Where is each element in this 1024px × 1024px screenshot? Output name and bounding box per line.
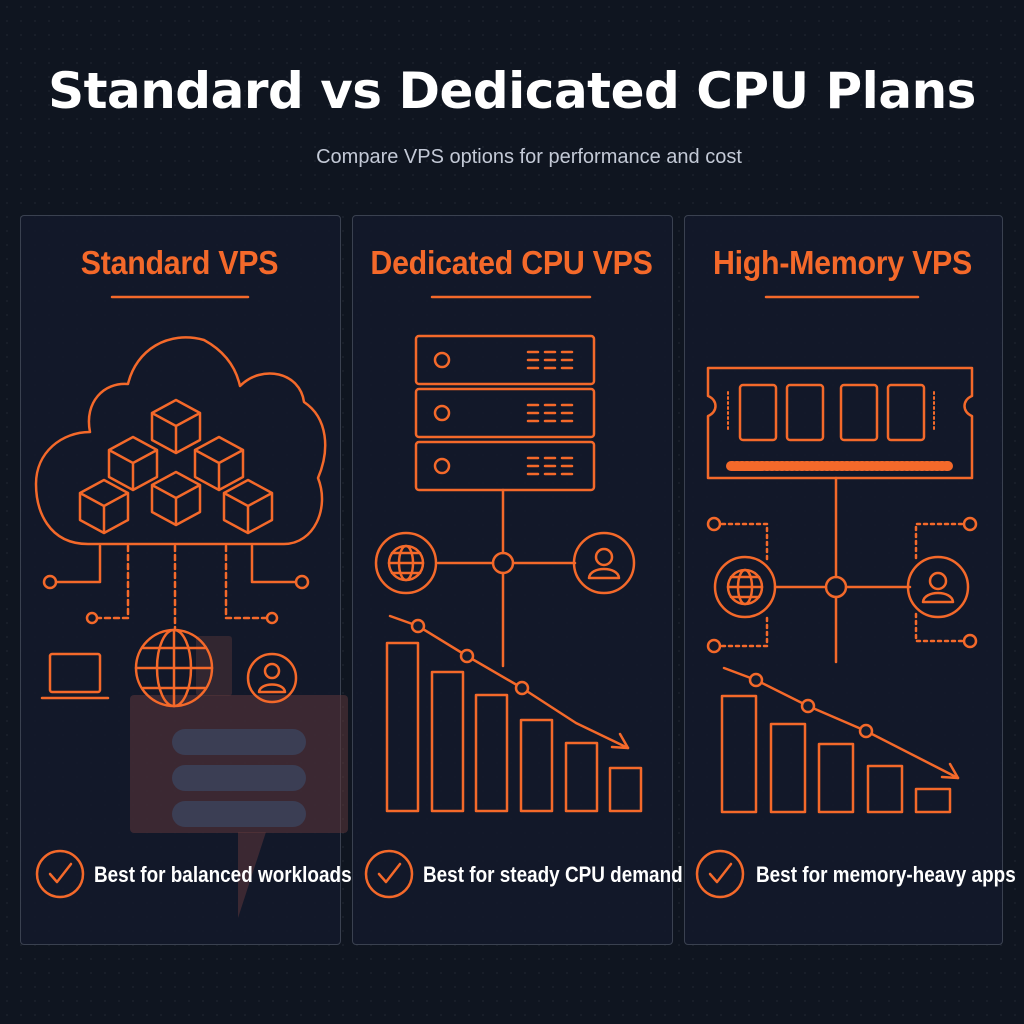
trend-down-arrow-icon xyxy=(722,666,960,780)
check-icon xyxy=(35,849,85,899)
cube-icon xyxy=(193,435,245,492)
user-icon xyxy=(906,555,970,619)
cube-icon xyxy=(78,478,130,535)
feature-label-high-memory: Best for memory-heavy apps xyxy=(756,862,1016,887)
trend-down-arrow-icon xyxy=(388,614,630,750)
plan-title-dedicated: Dedicated CPU VPS xyxy=(370,244,653,281)
plan-title-high-memory: High-Memory VPS xyxy=(712,244,973,281)
cube-icon xyxy=(222,478,274,535)
check-icon xyxy=(364,849,414,899)
cube-icon xyxy=(150,470,202,527)
decorative-overlay-tail xyxy=(238,832,266,918)
bar-chart-icon xyxy=(720,694,952,814)
user-icon xyxy=(246,652,298,704)
cube-icon xyxy=(150,398,202,455)
ram-module-icon xyxy=(706,366,974,480)
globe-icon xyxy=(713,555,777,619)
decorative-document-overlay xyxy=(130,695,348,833)
decorative-overlay-tab xyxy=(196,636,232,696)
server-rack-icon xyxy=(414,334,596,492)
feature-label-dedicated: Best for steady CPU demand xyxy=(423,862,683,887)
cube-icon xyxy=(107,435,159,492)
page-subtitle: Compare VPS options for performance and … xyxy=(316,146,742,168)
page-title: Standard vs Dedicated CPU Plans xyxy=(48,62,976,120)
cloud-icon xyxy=(34,336,327,546)
feature-label-standard: Best for balanced workloads xyxy=(94,862,352,887)
globe-icon xyxy=(374,531,438,595)
bar-chart-icon xyxy=(385,641,643,813)
plan-title-standard: Standard VPS xyxy=(80,244,279,281)
check-icon xyxy=(695,849,745,899)
user-icon xyxy=(572,531,636,595)
globe-icon xyxy=(134,628,214,708)
laptop-icon xyxy=(40,652,110,700)
